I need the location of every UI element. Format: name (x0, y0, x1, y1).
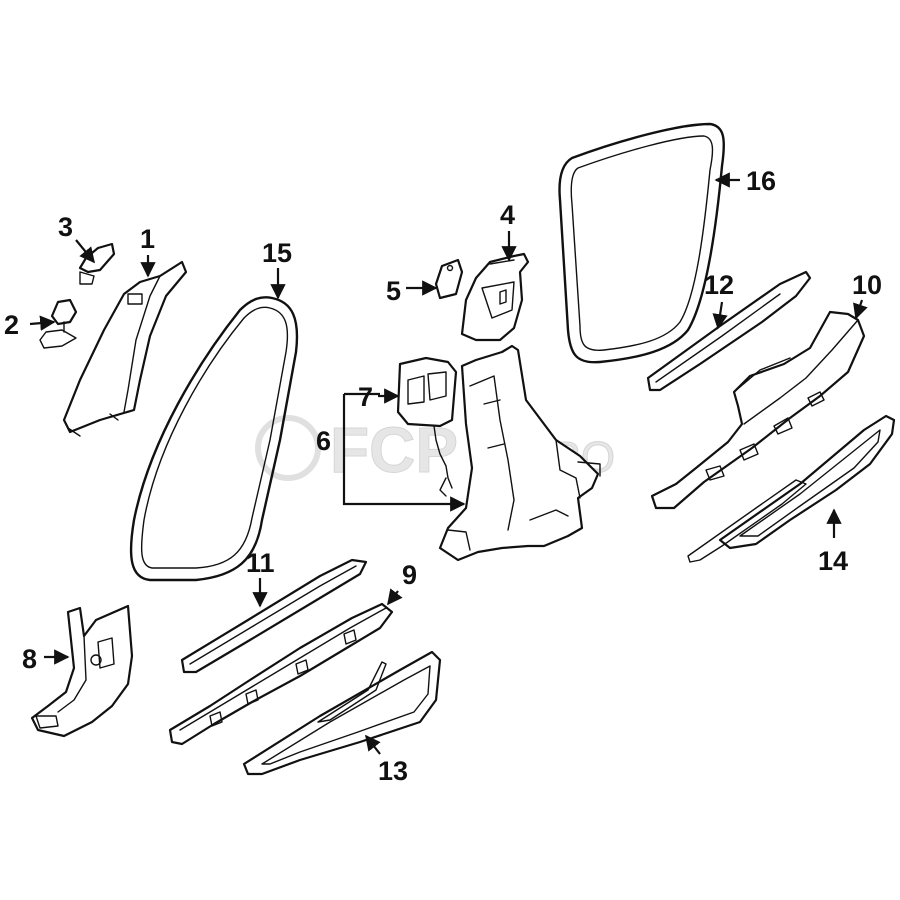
part-13-front-sill-plate[interactable] (242, 650, 442, 776)
part-8-kick-panel[interactable] (30, 604, 134, 738)
callout-9: 9 (402, 560, 417, 590)
callout-1: 1 (140, 224, 155, 254)
part-11-sill-trim[interactable] (180, 558, 368, 674)
callout-15: 15 (262, 238, 292, 268)
callout-16: 16 (746, 166, 776, 196)
callout-6: 6 (316, 426, 331, 456)
part-2-clip[interactable] (39, 298, 78, 349)
callout-2: 2 (4, 310, 19, 340)
callout-3: 3 (58, 212, 73, 242)
part-16-rear-door-seal[interactable] (558, 122, 725, 364)
part-1-a-pillar-trim[interactable] (62, 260, 188, 437)
callout-14: 14 (818, 546, 848, 576)
part-12-trim-strip[interactable] (646, 270, 812, 392)
part-9-front-sill-trim[interactable] (168, 602, 394, 746)
part-15-door-seal[interactable] (129, 296, 299, 582)
part-4-b-pillar-upper-trim[interactable] (460, 252, 530, 342)
callout-11: 11 (246, 548, 275, 578)
callout-10: 10 (852, 270, 882, 300)
callout-4: 4 (500, 200, 515, 230)
part-5-clip[interactable] (434, 258, 464, 300)
part-7-belt-guide[interactable] (396, 356, 458, 497)
leader-lines (29, 172, 868, 755)
callout-8: 8 (22, 644, 37, 674)
part-10-rear-sill-trim[interactable] (650, 310, 866, 510)
callout-12: 12 (704, 270, 734, 300)
callout-7: 7 (358, 382, 373, 412)
part-6-b-pillar-lower-trim[interactable] (438, 344, 601, 562)
callout-5: 5 (386, 276, 401, 306)
callout-13: 13 (378, 756, 408, 786)
callout-labels: 1 2 3 4 5 6 7 8 9 10 11 12 13 14 15 16 (4, 166, 882, 786)
part-14-rear-sill-plate[interactable] (687, 414, 896, 563)
